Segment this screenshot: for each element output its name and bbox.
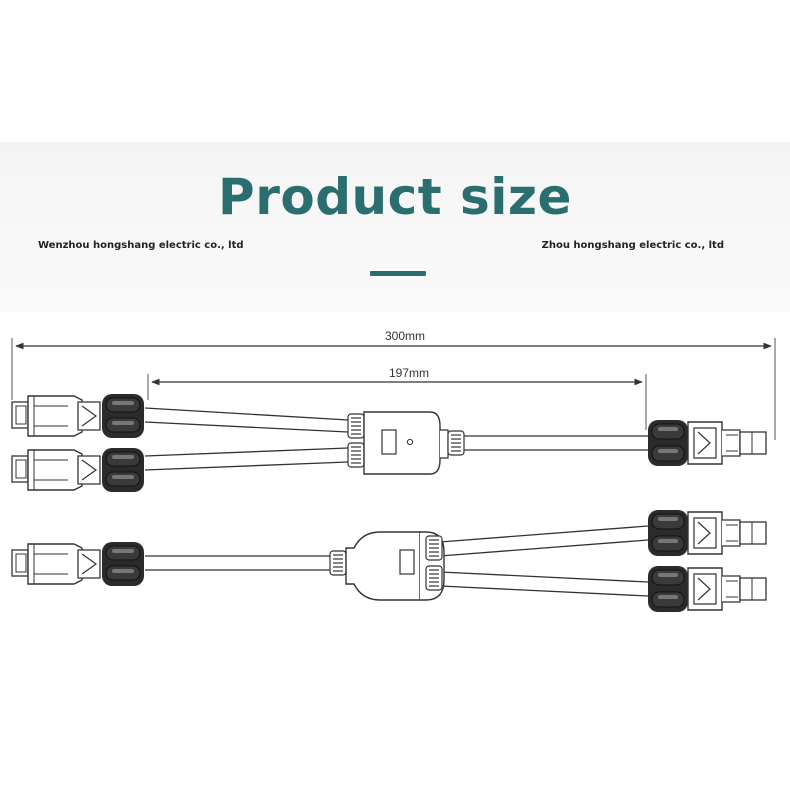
upper-assembly xyxy=(11,393,767,493)
lower-plug-out-1 xyxy=(647,509,767,557)
upper-plug-1 xyxy=(11,393,145,439)
upper-plug-out xyxy=(647,419,767,467)
company-name-left: Wenzhou hongshang electric co., ltd xyxy=(38,240,244,251)
lower-plug-out-2 xyxy=(647,565,767,613)
company-name-right: Zhou hongshang electric co., ltd xyxy=(541,240,724,251)
upper-plug-2 xyxy=(11,447,145,493)
title-underline xyxy=(370,271,426,276)
page-title: Product size xyxy=(218,168,572,226)
dimension-overall-label: 300mm xyxy=(385,329,425,343)
top-blank xyxy=(0,0,790,150)
dimension-branch-label: 197mm xyxy=(389,366,429,380)
lower-plug-in xyxy=(11,541,145,587)
lower-assembly xyxy=(11,509,767,613)
dimension-branch: 197mm xyxy=(147,366,647,430)
header-band xyxy=(0,142,790,312)
dimension-overall: 300mm xyxy=(11,329,776,440)
